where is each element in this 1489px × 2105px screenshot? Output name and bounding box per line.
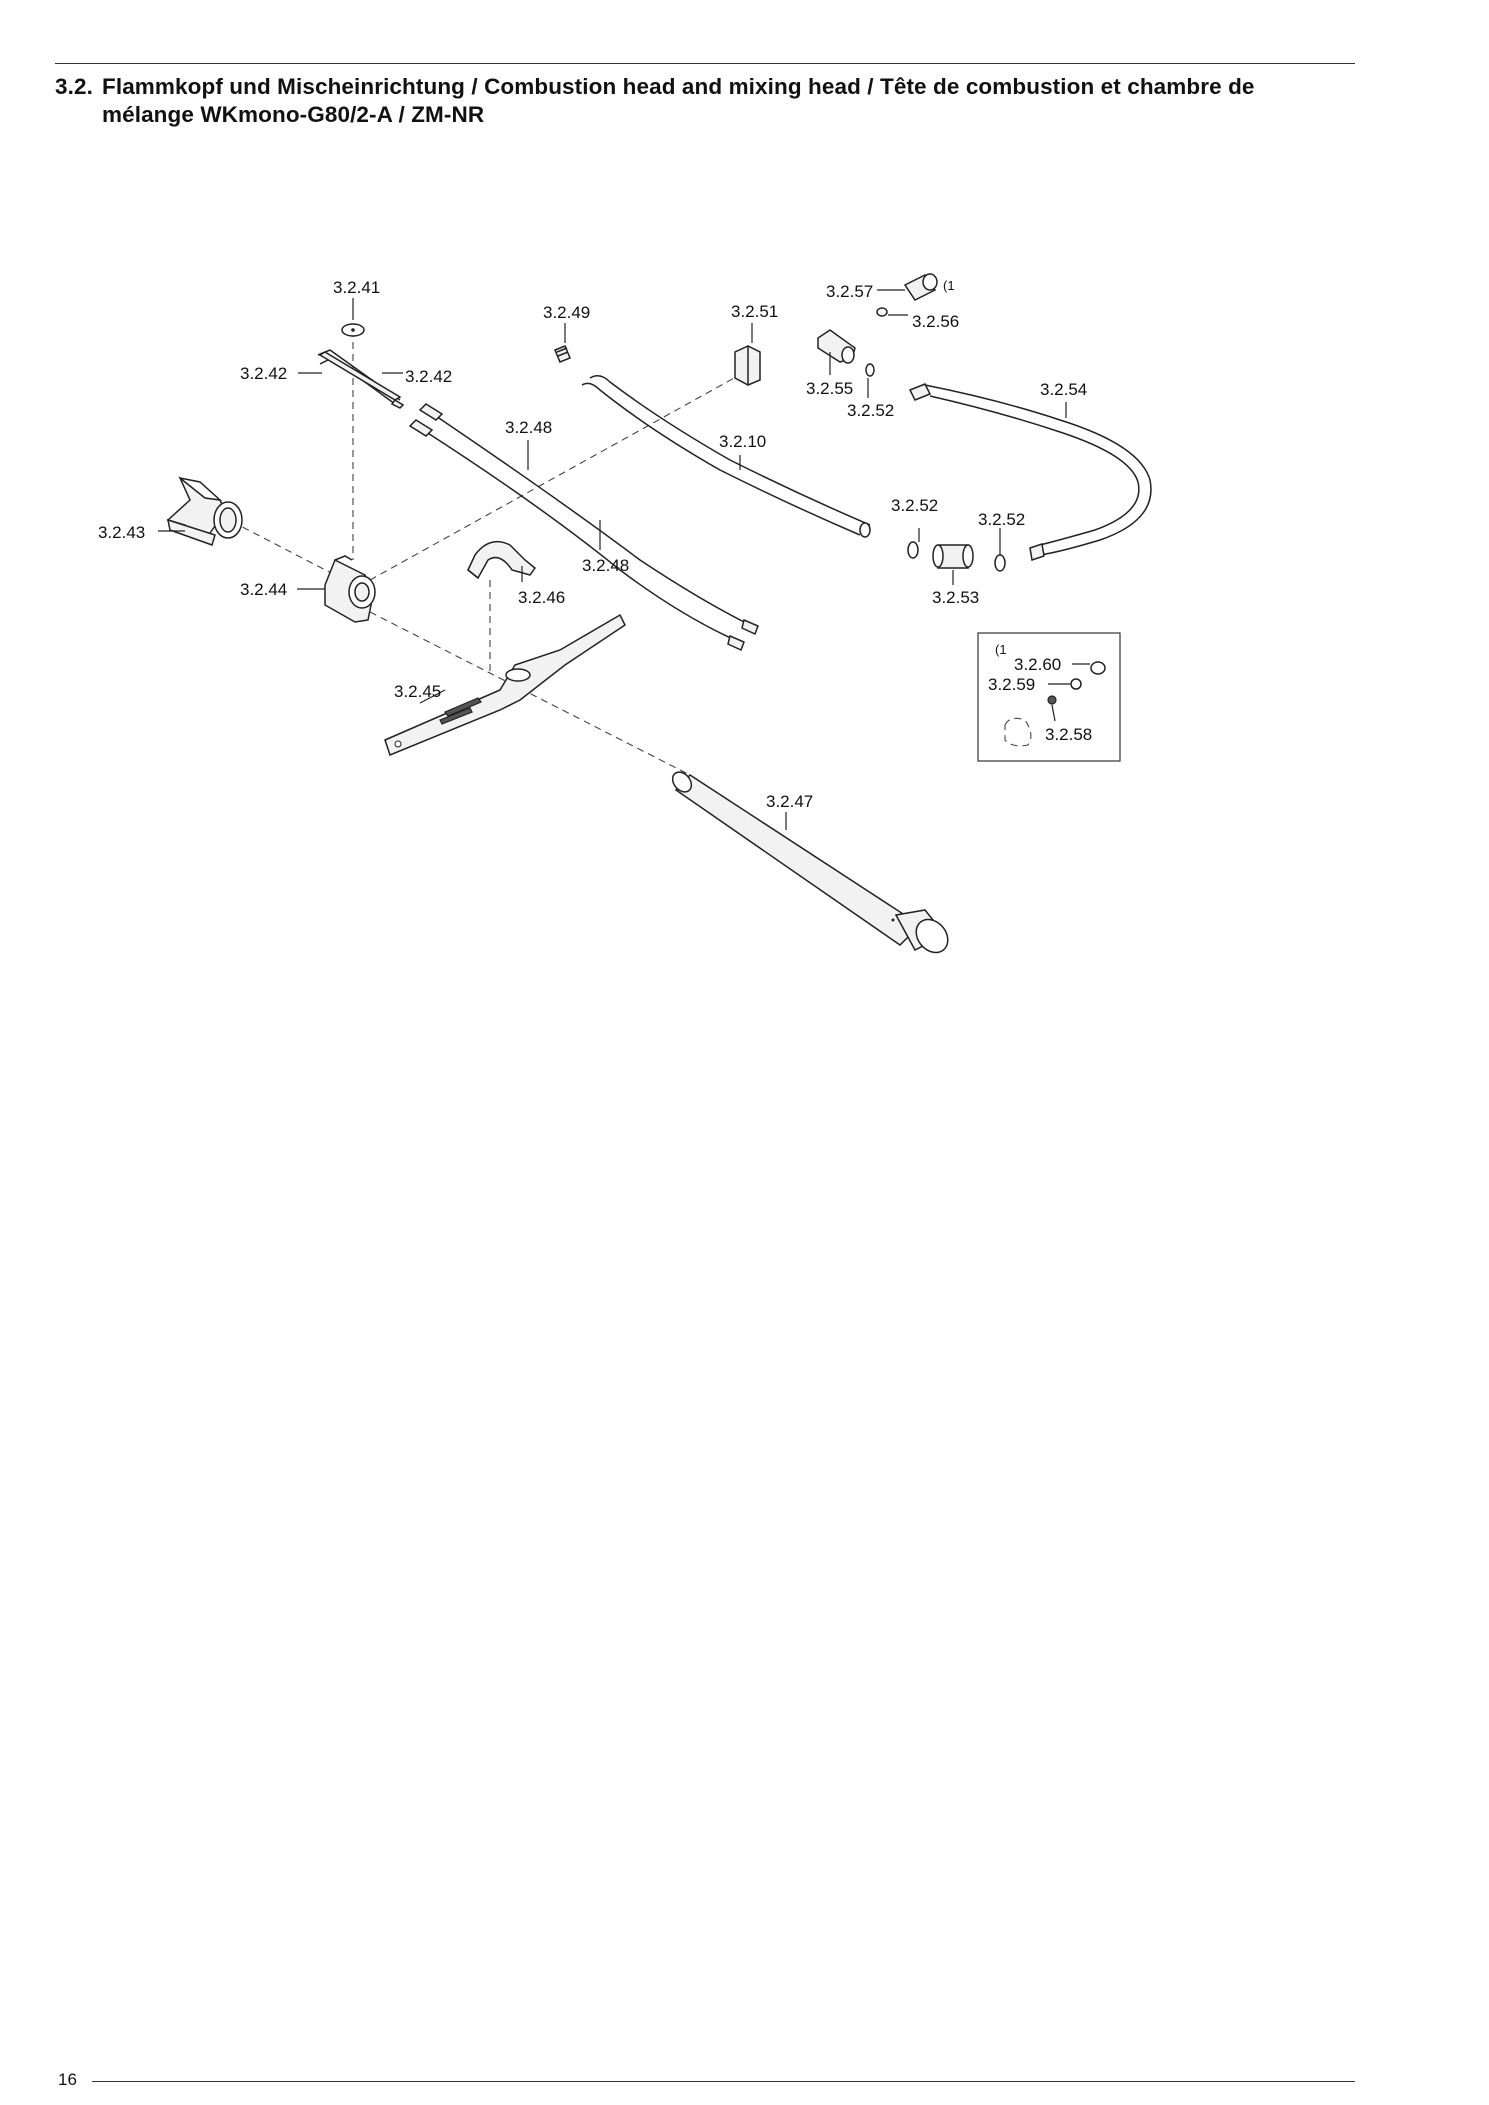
label-3-2-47: 3.2.47 [766,792,813,811]
part-labels: 3.2.41 3.2.42 3.2.42 3.2.43 3.2.44 3.2.4… [98,278,1092,811]
part-3-2-56-o-ring [876,307,888,317]
label-3-2-52-top: 3.2.52 [847,401,894,420]
footnote-mark-top: (1 [943,278,955,293]
part-3-2-43-deflector [166,476,243,546]
part-3-2-57-fitting [903,273,938,301]
footnote-mark-inset: (1 [995,642,1007,657]
label-3-2-44: 3.2.44 [240,580,287,599]
title-line-2: mélange WKmono-G80/2-A / ZM-NR [102,102,485,127]
top-rule [55,63,1355,64]
label-3-2-52-middle: 3.2.52 [891,496,938,515]
label-3-2-60: 3.2.60 [1014,655,1061,674]
label-3-2-54: 3.2.54 [1040,380,1087,399]
label-3-2-48-bottom: 3.2.48 [582,556,629,575]
leader-lines [158,289,1090,830]
label-3-2-49: 3.2.49 [543,303,590,322]
label-3-2-10: 3.2.10 [719,432,766,451]
part-3-2-42-electrodes [317,349,405,409]
label-3-2-41: 3.2.41 [333,278,380,297]
label-3-2-45: 3.2.45 [394,682,441,701]
label-3-2-58: 3.2.58 [1045,725,1092,744]
label-3-2-59: 3.2.59 [988,675,1035,694]
label-3-2-42-left: 3.2.42 [240,364,287,383]
title-line-1: Flammkopf und Mischeinrichtung / Combust… [102,74,1255,99]
part-3-2-44-holder [324,555,376,623]
part-3-2-47-mixing-tube [671,771,949,954]
label-3-2-42-right: 3.2.42 [405,367,452,386]
part-3-2-45-plate [384,613,626,756]
part-3-2-52-seal-c [994,554,1006,572]
part-3-2-48-cables [408,403,759,652]
label-3-2-52-right: 3.2.52 [978,510,1025,529]
section-title: 3.2. Flammkopf und Mischeinrichtung / Com… [55,73,1355,129]
label-3-2-53: 3.2.53 [932,588,979,607]
label-3-2-46: 3.2.46 [518,588,565,607]
section-number: 3.2. [55,74,93,99]
part-3-2-49-nozzle [554,345,571,363]
part-3-2-55-elbow [817,329,856,364]
label-3-2-51: 3.2.51 [731,302,778,321]
part-3-2-52-seal-b [907,541,919,559]
part-3-2-46-clamp [467,540,537,580]
label-3-2-48-top: 3.2.48 [505,418,552,437]
part-3-2-53-sleeve [932,544,974,569]
label-3-2-56: 3.2.56 [912,312,959,331]
inset-detail-box [977,632,1121,762]
label-3-2-57: 3.2.57 [826,282,873,301]
bottom-rule [92,2081,1355,2082]
label-3-2-43: 3.2.43 [98,523,145,542]
part-3-2-54-hose [908,383,1152,561]
label-3-2-55: 3.2.55 [806,379,853,398]
part-3-2-51-bracket [734,345,761,386]
part-3-2-52-seal-a [865,363,875,377]
part-3-2-10-tube [581,375,871,538]
part-3-2-41-washer [341,323,365,337]
page-number: 16 [58,2070,77,2089]
